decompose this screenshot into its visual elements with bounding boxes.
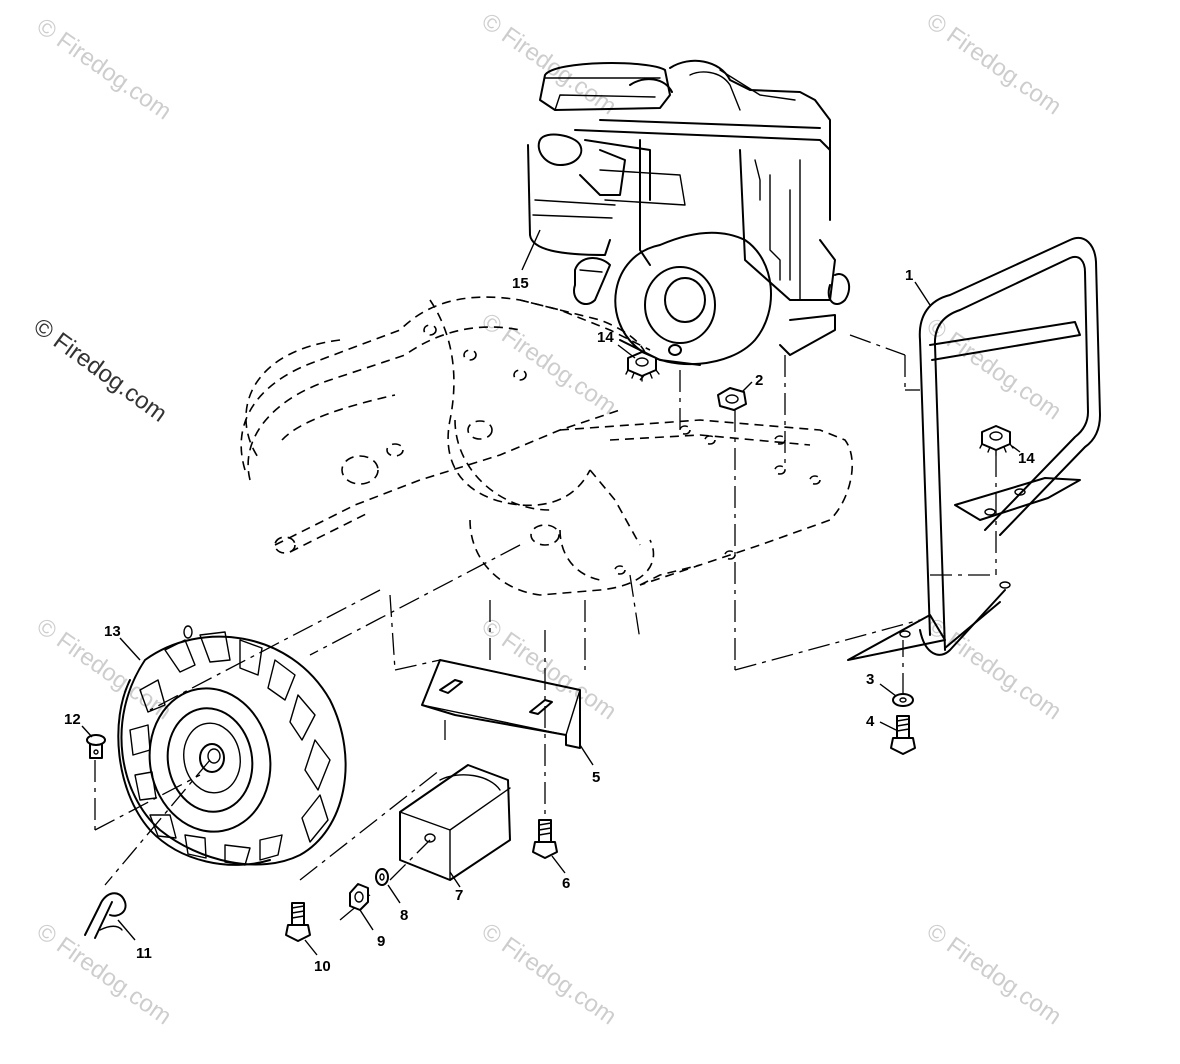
watermark-top-left: © Firedog.com	[32, 13, 177, 126]
tire-wheel	[117, 625, 347, 866]
lock-washer	[375, 868, 389, 886]
watermark-bottom-right: © Firedog.com	[922, 918, 1067, 1031]
watermark-low-center: © Firedog.com	[477, 613, 622, 726]
hex-bolt	[890, 715, 916, 755]
carriage-bolt	[285, 902, 311, 942]
weight-block	[399, 764, 511, 881]
callout-11: 11	[136, 945, 152, 962]
callout-6: 6	[562, 875, 570, 892]
callout-8: 8	[400, 907, 408, 924]
bumper-frame	[847, 237, 1101, 661]
callout-15: 15	[512, 275, 529, 292]
bracket-bolt	[532, 819, 558, 859]
callout-14-engine: 14	[597, 329, 614, 346]
callout-13: 13	[104, 623, 121, 640]
mounting-bracket	[421, 659, 581, 749]
engine	[527, 59, 851, 366]
callout-14-bumper: 14	[1018, 450, 1035, 467]
callout-9: 9	[377, 933, 385, 950]
callout-10: 10	[314, 958, 331, 975]
callout-5: 5	[592, 769, 600, 786]
clevis-pin	[86, 734, 106, 759]
lock-nut-bumper	[979, 425, 1014, 456]
callout-4: 4	[866, 713, 875, 730]
watermark-top-right: © Firedog.com	[922, 8, 1067, 121]
callout-1: 1	[905, 267, 913, 284]
watermark-bottom-center: © Firedog.com	[477, 918, 622, 1031]
nut	[349, 883, 369, 911]
callout-2: 2	[755, 372, 763, 389]
assembly-leaders	[94, 334, 997, 921]
watermark-mid-right: © Firedog.com	[922, 313, 1067, 426]
copyright-notice: © Firedog.com	[28, 313, 171, 428]
lock-nut-engine	[625, 351, 660, 382]
watermark-low-right: © Firedog.com	[922, 613, 1067, 726]
watermark-bottom-left: © Firedog.com	[32, 918, 177, 1031]
flange-nut	[717, 387, 747, 411]
callout-12: 12	[64, 711, 81, 728]
watermark-mid-center: © Firedog.com	[477, 308, 622, 421]
callout-7: 7	[455, 887, 463, 904]
hairpin-clip	[84, 892, 127, 939]
callout-3: 3	[866, 671, 874, 688]
tiller-frame-phantom	[240, 296, 853, 596]
